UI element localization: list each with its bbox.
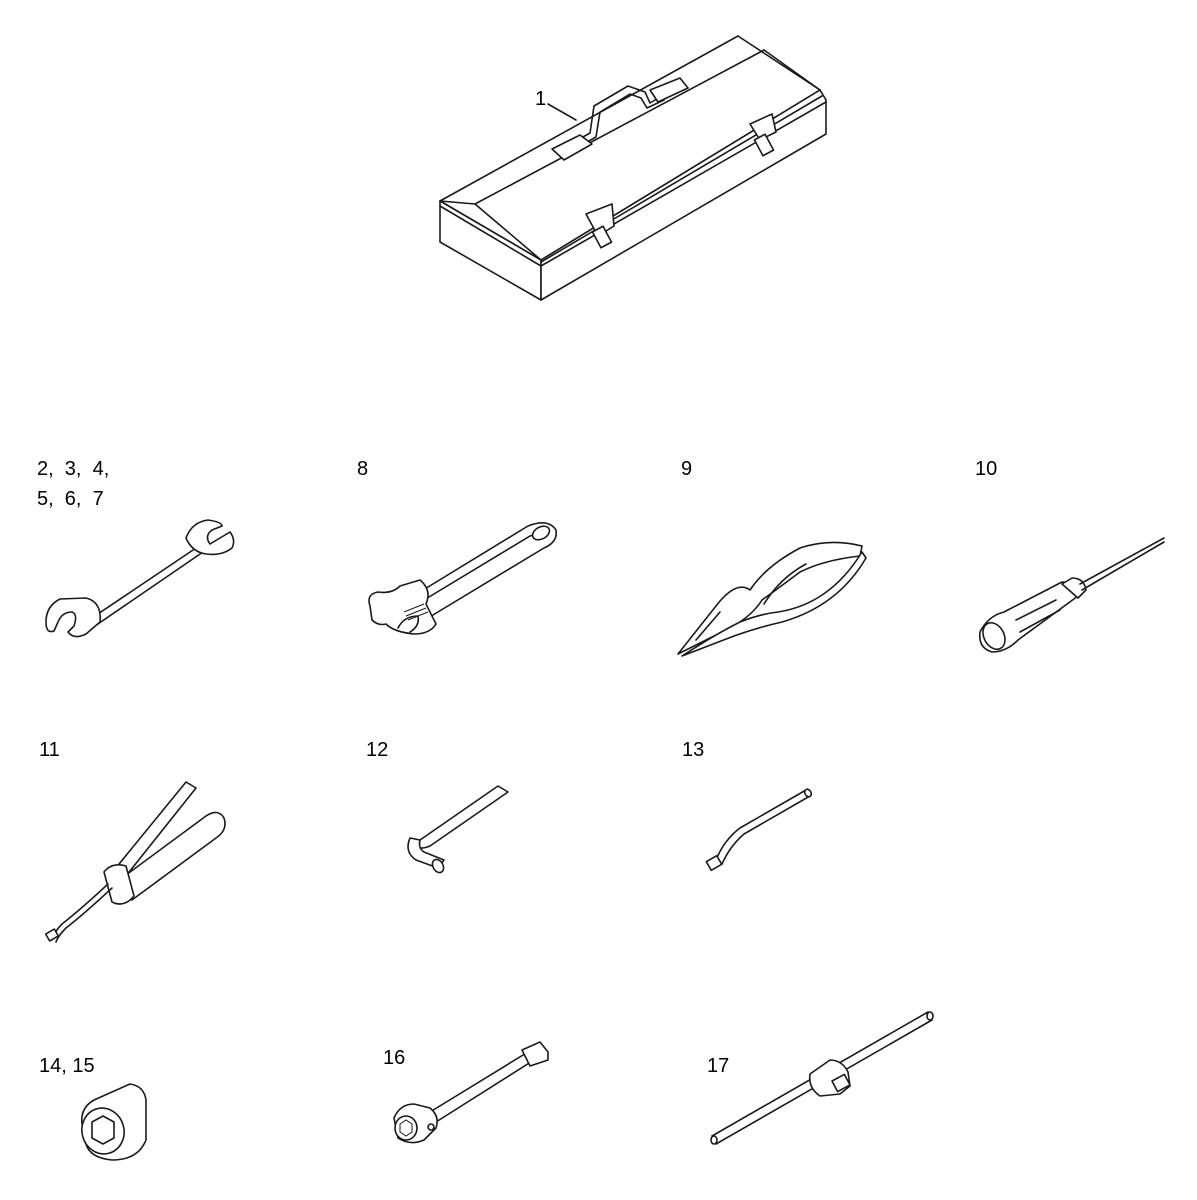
socket-wrench-drive xyxy=(521,1041,549,1067)
wrench-drawing xyxy=(45,519,235,638)
adjustable-wrench-head xyxy=(368,579,437,635)
pliers-lower-handle xyxy=(681,551,867,657)
bar-shaft xyxy=(715,789,807,861)
pliers-upper-jaw xyxy=(677,541,863,655)
label-socket: 14, 15 xyxy=(39,1055,95,1077)
toolbox-latch-front xyxy=(585,203,615,237)
label-t-handle-wrench: 17 xyxy=(707,1055,730,1077)
toolbox-handle xyxy=(559,85,661,151)
label-bar: 13 xyxy=(682,739,705,761)
socket-hex-bore xyxy=(91,1115,115,1145)
wrench-head-small xyxy=(185,519,235,556)
grease-gun-head xyxy=(103,864,135,905)
hex-key-drawing xyxy=(407,785,509,874)
label-screwdriver: 10 xyxy=(975,458,998,480)
label-hex-key: 12 xyxy=(366,739,389,761)
label-toolbox: 1 xyxy=(535,88,547,110)
label-wrench-line2: 5, 6, 7 xyxy=(37,488,104,510)
socket-wrench-shaft xyxy=(429,1051,535,1123)
grease-gun-drawing xyxy=(44,781,226,943)
toolbox-latch-right xyxy=(749,113,777,141)
wrench-shank xyxy=(85,547,204,629)
label-socket-wrench: 16 xyxy=(383,1047,406,1069)
grease-gun-barrel xyxy=(121,811,226,901)
screwdriver-shaft xyxy=(1079,537,1165,585)
socket-drawing xyxy=(80,1083,147,1161)
adjustable-wrench-handle xyxy=(409,522,558,619)
grease-gun-nozzle xyxy=(51,883,109,941)
hex-key-long-arm xyxy=(417,785,509,849)
adjustable-wrench-drawing xyxy=(368,522,558,635)
bar-drawing xyxy=(705,788,813,872)
wrench-head-large xyxy=(45,597,102,638)
toolbox-leader-line xyxy=(547,103,577,121)
screwdriver-drawing xyxy=(978,537,1165,653)
pliers-drawing xyxy=(677,541,867,657)
label-grease-gun: 11 xyxy=(39,739,60,761)
toolbox-drawing xyxy=(439,35,827,301)
socket-wrench-drawing xyxy=(393,1041,549,1144)
label-adjustable-wrench: 8 xyxy=(357,458,369,480)
t-handle-wrench-drawing xyxy=(710,1011,934,1145)
label-wrench-line1: 2, 3, 4, xyxy=(37,458,110,480)
label-pliers: 9 xyxy=(681,458,693,480)
